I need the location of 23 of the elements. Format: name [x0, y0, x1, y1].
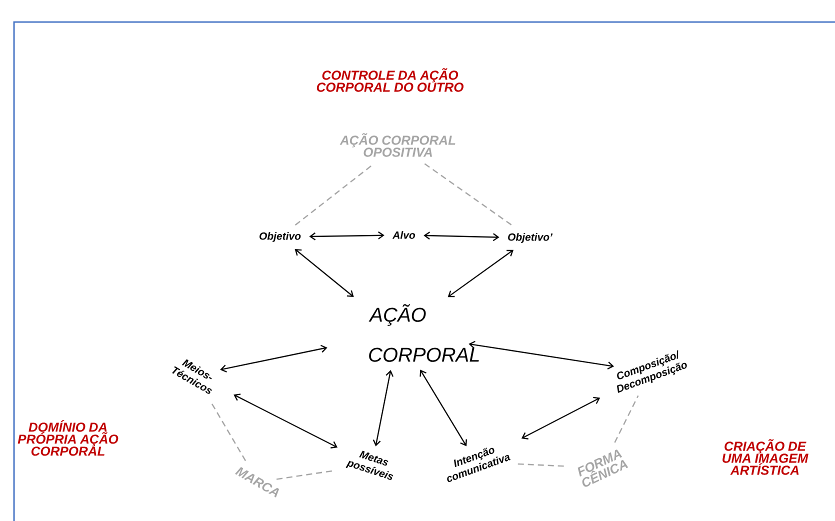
category-heading: CONTROLE DA AÇÃO CORPORAL DO OUTRO: [316, 68, 464, 92]
category-heading: DOMÍNIO DA PRÓPRIA AÇÃO CORPORAL: [18, 420, 118, 456]
category-label: AÇÃO CORPORAL OPOSITIVA: [340, 133, 456, 157]
double-arrow: [309, 231, 384, 240]
double-arrow: [448, 250, 514, 298]
double-arrow: [294, 248, 354, 298]
dashed-line: [424, 163, 514, 227]
central-concept: AÇÃO CORPORAL: [368, 304, 479, 362]
category-heading: CRIAÇÃO DE UMA IMAGEM ARTÍSTICA: [722, 439, 808, 475]
double-arrow: [220, 344, 328, 373]
dashed-line: [518, 463, 566, 467]
double-arrow: [420, 370, 467, 446]
dashed-line: [614, 395, 639, 443]
double-arrow: [424, 232, 500, 242]
double-arrow: [521, 396, 600, 440]
double-arrow: [234, 394, 338, 448]
double-arrow: [372, 370, 394, 446]
concept-label: Alvo: [392, 231, 416, 239]
dashed-line: [211, 404, 247, 463]
double-arrow: [468, 340, 614, 370]
concept-label: Objetivo’: [508, 233, 553, 243]
dashed-line: [276, 470, 334, 480]
concept-label: Objetivo: [260, 232, 301, 242]
